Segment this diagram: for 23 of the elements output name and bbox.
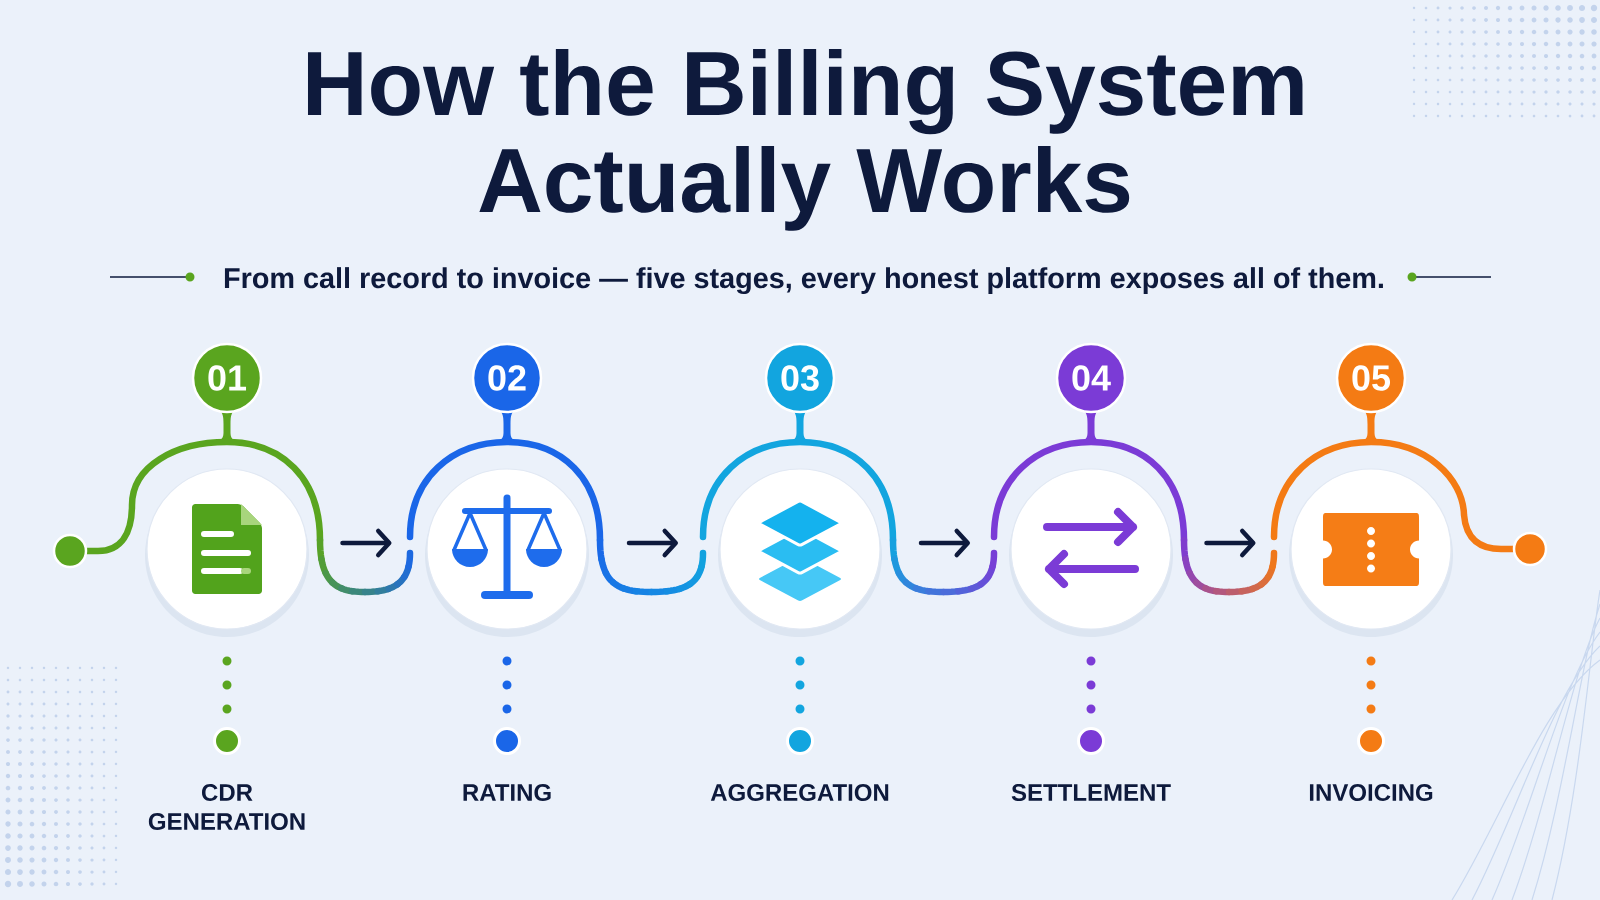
icon-circle [1009,468,1173,637]
dotted-leader [786,656,814,755]
stage-label: INVOICING [1309,784,1433,801]
number-badge: 03 [764,342,836,414]
dotted-leader [213,656,241,755]
dotted-leader [1077,656,1105,755]
arrow [626,528,678,558]
number-badge: 01 [191,342,263,414]
arrow [918,528,970,558]
icon-circle [425,468,589,637]
number-badge: 02 [471,342,543,414]
stage-label: RATING [463,784,551,801]
arrow [340,528,392,558]
title: How the Billing System Actually Works [308,49,1303,231]
number-badge: 05 [1335,342,1407,414]
stage-label: AGGREGATION [710,784,889,801]
arrow [1204,528,1256,558]
subtitle: From call record to invoice — five stages, every honest platform exposes all of them. [224,267,1383,295]
stage-label: CDR GENERATION [148,784,305,830]
dotted-leader [1357,656,1385,755]
number-badge: 04 [1055,342,1127,414]
dotted-leader [493,656,521,755]
stage-label: SETTLEMENT [1011,784,1171,801]
